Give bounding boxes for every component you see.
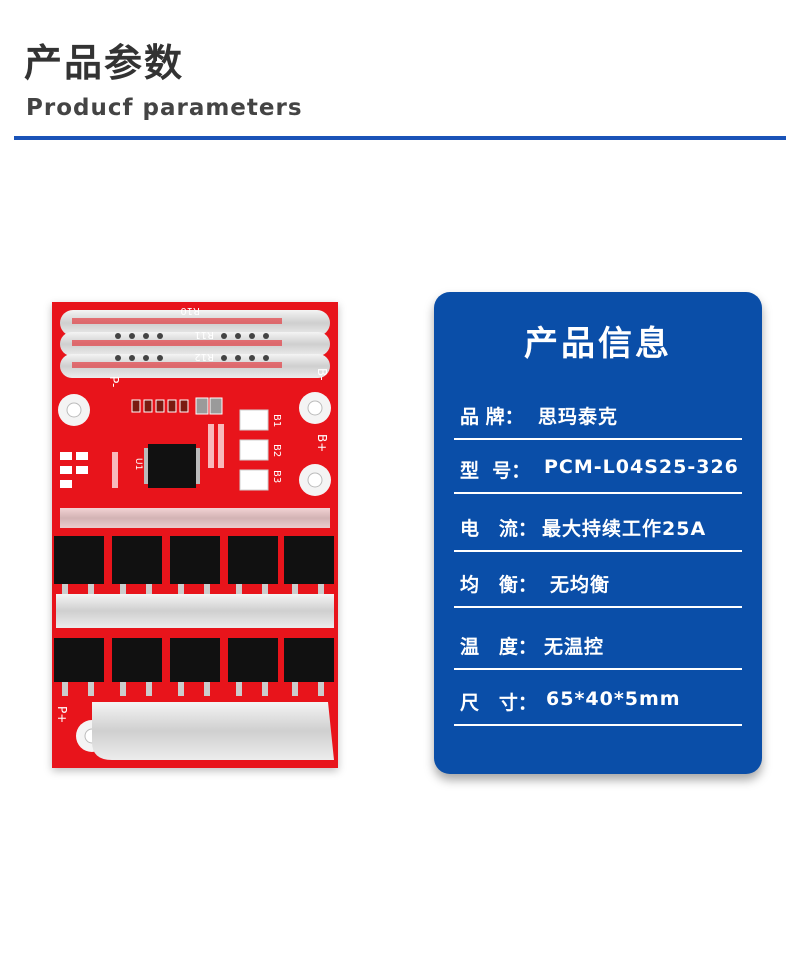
mosfet-row-bottom	[54, 638, 334, 696]
protection-ic	[144, 444, 200, 488]
silk-b3: B3	[271, 470, 282, 483]
spec-row-temperature: 温 度： 无温控	[454, 618, 742, 670]
silk-r11: R11	[194, 329, 214, 340]
balance-pads	[239, 409, 269, 491]
spec-row-current: 电 流： 最大持续工作25A	[454, 500, 742, 552]
spec-value: 最大持续工作25A	[542, 518, 707, 540]
smd-capacitors	[60, 424, 224, 488]
spec-row-brand: 品 牌： 思玛泰克	[454, 388, 742, 440]
card-title: 产品信息	[524, 324, 672, 364]
p-plus-solder-pad	[92, 702, 334, 760]
spec-row-model: 型 号： PCM-L04S25-326	[454, 442, 742, 494]
silk-r10: R10	[180, 305, 200, 316]
pcb-substrate	[52, 302, 338, 768]
pcb-board-illustration: R10 R11 R12 P- B- B+ P+ B	[52, 302, 338, 768]
spec-label: 尺 寸：	[460, 692, 537, 714]
spec-label: 型 号：	[460, 460, 531, 482]
spec-row-dimensions: 尺 寸： 65*40*5mm	[454, 674, 742, 726]
silk-b2: B2	[271, 444, 282, 457]
spec-value: 65*40*5mm	[546, 688, 681, 710]
product-info-card: 产品信息 品 牌： 思玛泰克 型 号： PCM-L04S25-326 电 流： …	[434, 292, 762, 774]
silk-p-minus: P-	[107, 376, 121, 387]
page-title: 产品参数	[24, 41, 185, 85]
smd-resistors	[131, 397, 223, 415]
spec-label: 电 流：	[460, 518, 537, 540]
silk-b1: B1	[271, 414, 282, 427]
header-divider	[14, 136, 786, 140]
spec-value: 无均衡	[550, 574, 611, 596]
via-holes	[115, 333, 269, 361]
silk-u1: U1	[133, 458, 143, 470]
mosfet-row-top	[54, 508, 334, 594]
spec-label: 温 度：	[460, 636, 537, 658]
silk-b-plus: B+	[315, 434, 329, 452]
product-photo: R10 R11 R12 P- B- B+ P+ B	[52, 302, 338, 768]
spec-value: 思玛泰克	[538, 406, 619, 428]
silk-p-plus: P+	[55, 706, 69, 723]
page-subtitle: Producf parameters	[26, 95, 303, 121]
spec-row-balance: 均 衡： 无均衡	[454, 556, 742, 608]
spec-value: PCM-L04S25-326	[544, 456, 739, 478]
silk-b-minus: B-	[315, 368, 329, 381]
silk-r12: R12	[194, 351, 214, 362]
spec-value: 无温控	[544, 636, 605, 658]
solder-bars	[60, 310, 330, 378]
solder-strip	[56, 594, 334, 628]
spec-label: 品 牌：	[460, 406, 524, 428]
spec-label: 均 衡：	[460, 574, 537, 596]
